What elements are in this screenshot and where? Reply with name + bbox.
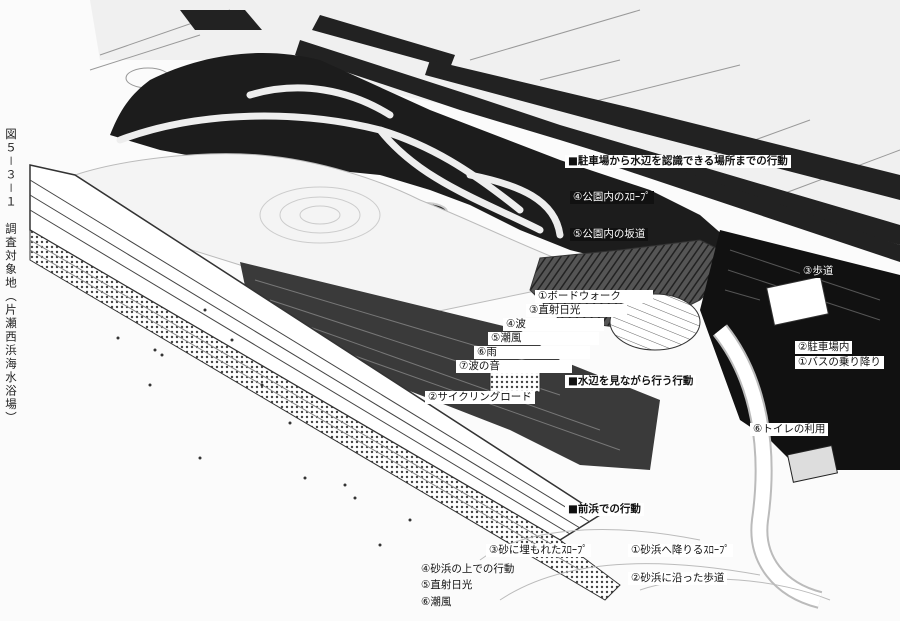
park-paths	[116, 84, 564, 239]
label-sea-breeze-5: ⑤潮風	[488, 332, 599, 345]
label-wave: ④波	[503, 318, 604, 331]
parking-building	[766, 276, 829, 326]
figure-caption: 図５－３－１ 調査対象地（片瀬西浜海水浴場）	[4, 128, 18, 425]
label-sunlight-3: ③直射日光	[526, 304, 627, 317]
label-wave-sound: ⑦波の音	[456, 360, 572, 373]
label-sea-breeze-6: ⑥潮風	[421, 596, 452, 608]
label-along-water: ■水辺を見ながら行う行動	[565, 375, 697, 388]
small-dotted-plaza	[489, 371, 541, 393]
park-dark-area	[110, 52, 740, 280]
label-walkway: ③歩道	[800, 265, 837, 278]
label-buried-slope: ③砂に埋もれたｽﾛｰﾌﾟ	[486, 544, 591, 557]
label-front-beach: ■前浜での行動	[565, 503, 644, 516]
label-on-sand: ④砂浜の上での行動	[421, 563, 515, 575]
label-to-beach-slope: ①砂浜へ降りるｽﾛｰﾌﾟ	[628, 544, 733, 557]
label-sunlight-5: ⑤直射日光	[421, 579, 473, 591]
label-boardwalk: ①ボードウォーク	[535, 290, 653, 303]
label-bus: ①バスの乗り降り	[795, 356, 884, 369]
label-parking-inside: ②駐車場内	[795, 341, 853, 354]
label-along-sand: ②砂浜に沿った歩道	[628, 572, 728, 585]
label-park-slope: ④公園内のｽﾛｰﾌﾟ	[570, 191, 654, 204]
label-toilet: ⑥トイレの利用	[750, 423, 829, 436]
terrace-steps	[240, 262, 660, 470]
boardwalk-oval	[609, 293, 701, 351]
label-cycling-road: ②サイクリングロード	[425, 391, 535, 404]
label-parking-to-water: ■駐車場から水辺を認識できる場所までの行動	[565, 155, 791, 168]
lawn-contours	[259, 186, 381, 244]
label-park-hill: ⑤公園内の坂道	[570, 228, 649, 241]
promenade-lines	[29, 179, 591, 535]
toilet-building	[786, 444, 839, 483]
label-rain: ⑥雨	[474, 346, 590, 359]
beach-people	[116, 308, 412, 547]
sand-lines	[29, 239, 581, 571]
open-lawn	[74, 153, 561, 316]
